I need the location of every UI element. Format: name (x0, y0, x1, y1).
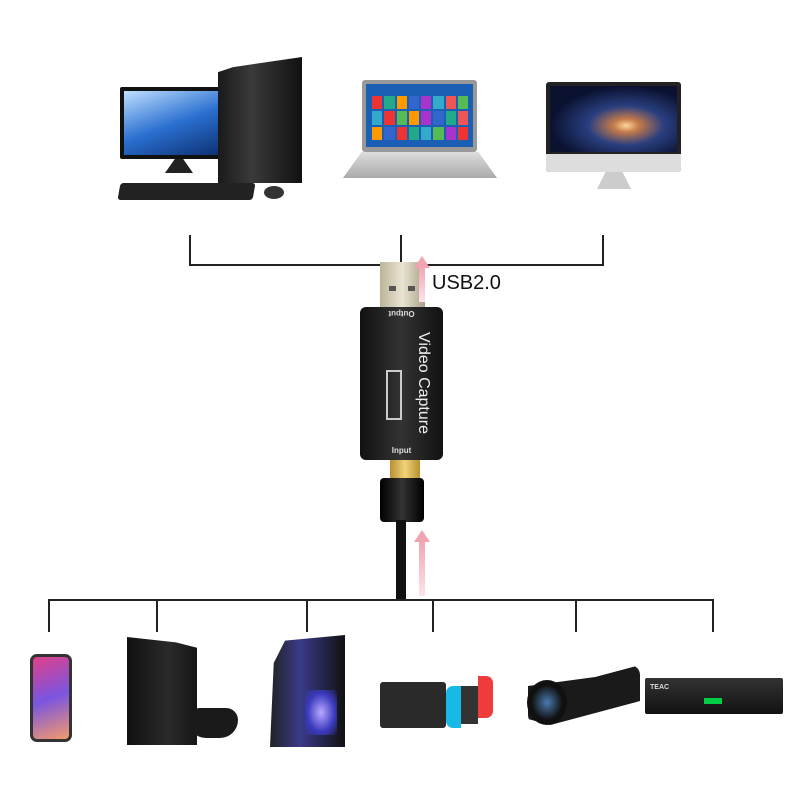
up-arrow-icon (414, 256, 430, 302)
nintendo-switch (380, 682, 446, 728)
pc-tower (218, 57, 302, 183)
mouse (264, 186, 284, 199)
hd-logo (386, 370, 402, 420)
set-top-box-brand: TEAC (650, 684, 670, 691)
keyboard (117, 183, 256, 200)
usb-label: USB2.0 (432, 272, 501, 294)
joycon-red (478, 676, 493, 718)
hdmi-cable (396, 520, 406, 600)
bracket-line (48, 599, 714, 601)
pc-screen (124, 91, 231, 155)
imac-chin (546, 154, 681, 172)
camcorder-lens (527, 680, 567, 725)
start-tiles (372, 96, 468, 140)
bracket-line (400, 235, 402, 266)
bracket-line (189, 235, 191, 266)
bracket-line (575, 599, 577, 632)
bracket-line (156, 599, 158, 632)
imac-stand (597, 172, 631, 189)
joycon-grip (461, 686, 478, 724)
bracket-line (432, 599, 434, 632)
set-top-box (645, 678, 783, 714)
product-label: Video Capture (415, 332, 432, 434)
bracket-line (48, 599, 50, 632)
output-label: Output (388, 309, 415, 318)
bracket-line (306, 599, 308, 632)
gamepad (188, 708, 238, 738)
pc-stand (165, 159, 193, 173)
bracket-line (602, 235, 604, 266)
joycon-blue (446, 686, 461, 728)
bracket-line (712, 599, 714, 632)
up-arrow-icon (414, 530, 430, 596)
hdmi-cable-head (380, 478, 424, 522)
ps4-console (127, 637, 197, 745)
input-label: Input (391, 446, 412, 455)
laptop-base (343, 152, 497, 178)
smartphone (30, 654, 72, 742)
gaming-pc-fan (305, 690, 337, 735)
hdmi-connector (390, 460, 420, 478)
usb-plug (380, 262, 425, 308)
set-top-box-display (704, 698, 722, 704)
imac-screen (550, 86, 677, 152)
